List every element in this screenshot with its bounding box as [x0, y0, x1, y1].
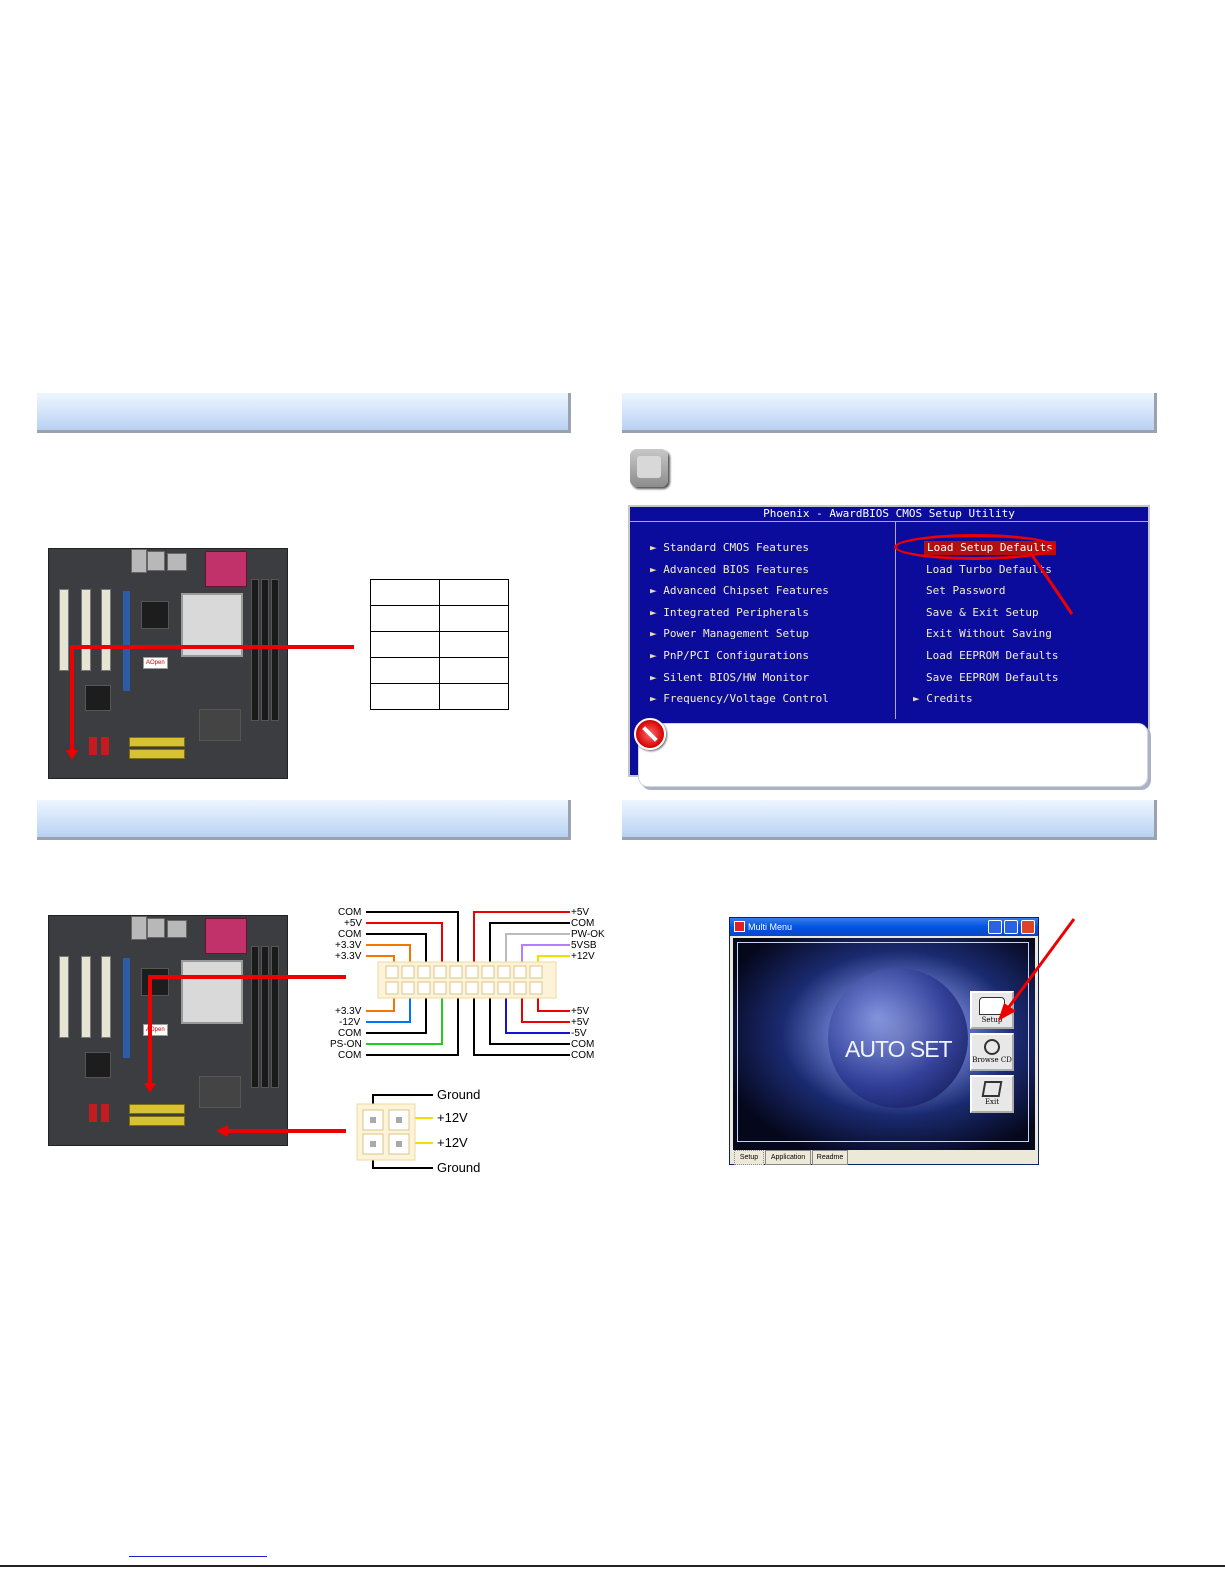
pointer-line: [228, 1129, 346, 1133]
pointer-line: [150, 975, 346, 979]
window-title: Multi Menu: [748, 922, 793, 932]
tab-application[interactable]: Application: [765, 1150, 811, 1165]
section-header-bios: [622, 393, 1157, 433]
bios-menu-item[interactable]: ► Advanced Chipset Features: [650, 584, 829, 597]
pin-label: -12V: [339, 1017, 361, 1028]
setup-pointer-arrow: [998, 918, 1076, 1021]
pointer-line: [70, 645, 74, 753]
exit-button[interactable]: Exit: [970, 1075, 1014, 1113]
atx12v-connector-diagram: [356, 1094, 433, 1169]
bios-menu-item[interactable]: ► PnP/PCI Configurations: [650, 649, 809, 662]
bios-menu-item[interactable]: ► Credits: [913, 692, 973, 705]
exit-door-icon: [981, 1081, 1003, 1097]
multi-menu-window: Multi Menu AUTO SET Setup Browse CD Exit…: [729, 917, 1039, 1165]
pin-label: COM: [338, 907, 362, 918]
splash-text: AUTO SET: [845, 1036, 953, 1062]
motherboard-image: AOpen: [48, 915, 288, 1146]
footer-link-underline: [129, 1556, 267, 1557]
tab-readme[interactable]: Readme: [812, 1150, 848, 1165]
highlight-ellipse: [894, 534, 1056, 560]
pin-label: PW-OK: [571, 929, 605, 940]
bios-menu-item[interactable]: Load EEPROM Defaults: [926, 649, 1059, 662]
bios-divider: [895, 522, 896, 719]
highlight-arrow: [1028, 551, 1074, 615]
pin-label: COM: [338, 1050, 362, 1061]
pointer-arrow: [66, 750, 78, 760]
atx-connector-diagram: [366, 911, 570, 1056]
maximize-button[interactable]: [1004, 920, 1018, 934]
bios-menu-item[interactable]: ► Standard CMOS Features: [650, 541, 809, 554]
bios-menu-item[interactable]: ► Frequency/Voltage Control: [650, 692, 829, 705]
section-header-power: [37, 800, 571, 840]
bios-menu-item[interactable]: Set Password: [926, 584, 1006, 597]
pin-label: 5VSB: [571, 940, 597, 951]
pin-label: COM: [338, 1028, 362, 1039]
bios-menu-item[interactable]: Save EEPROM Defaults: [926, 671, 1059, 684]
pointer-arrow: [216, 1125, 228, 1137]
pin-label: COM: [571, 918, 595, 929]
bios-menu-item[interactable]: ► Advanced BIOS Features: [650, 563, 809, 576]
tab-setup[interactable]: Setup: [734, 1150, 764, 1165]
board-logo: AOpen: [143, 1024, 168, 1036]
pin-label: Ground: [437, 1160, 481, 1175]
bios-title: Phoenix - AwardBIOS CMOS Setup Utility: [630, 507, 1148, 522]
pin-label: +5V: [571, 907, 590, 918]
close-button[interactable]: [1021, 920, 1035, 934]
warning-note: [638, 723, 1148, 787]
motherboard-image: AOpen: [48, 548, 288, 779]
section-header-driver: [622, 800, 1157, 840]
minimize-button[interactable]: [988, 920, 1002, 934]
pin-label: COM: [338, 929, 362, 940]
jumper-table: [370, 579, 509, 710]
pin-label: +5V: [571, 1017, 590, 1028]
bios-menu-item[interactable]: Exit Without Saving: [926, 627, 1052, 640]
no-entry-icon: [634, 718, 666, 750]
pointer-arrow: [144, 1083, 156, 1093]
pin-label: +5V: [344, 918, 363, 929]
browse-cd-button[interactable]: Browse CD: [970, 1033, 1014, 1071]
pin-label: COM: [571, 1050, 595, 1061]
bios-menu-item[interactable]: Save & Exit Setup: [926, 606, 1039, 619]
pin-label: +3.3V: [335, 951, 362, 962]
pin-label: PS-ON: [330, 1039, 362, 1050]
pin-label: +12V: [437, 1110, 468, 1125]
pin-label: +3.3V: [335, 940, 362, 951]
pin-label: +12V: [571, 951, 595, 962]
bios-menu-item[interactable]: ► Power Management Setup: [650, 627, 809, 640]
pin-label: +5V: [571, 1006, 590, 1017]
footer-rule: [0, 1565, 1225, 1567]
bios-menu-item[interactable]: Load Turbo Defaults: [926, 563, 1052, 576]
bios-menu-item[interactable]: ► Silent BIOS/HW Monitor: [650, 671, 809, 684]
step-bullet-icon: [630, 449, 668, 487]
pin-label: COM: [571, 1039, 595, 1050]
pointer-line: [148, 975, 152, 1085]
magnifier-icon: [984, 1039, 1000, 1055]
board-logo: AOpen: [143, 657, 168, 669]
pin-label: +12V: [437, 1135, 468, 1150]
pin-label: Ground: [437, 1087, 481, 1102]
section-header-jumper: [37, 393, 571, 433]
bios-menu-item[interactable]: ► Integrated Peripherals: [650, 606, 809, 619]
pin-label: -5V: [571, 1028, 587, 1039]
window-titlebar: Multi Menu: [730, 918, 1038, 936]
pin-label: +3.3V: [335, 1006, 362, 1017]
splash-globe: [828, 968, 968, 1108]
app-icon: [734, 921, 745, 932]
pointer-line: [72, 645, 354, 649]
